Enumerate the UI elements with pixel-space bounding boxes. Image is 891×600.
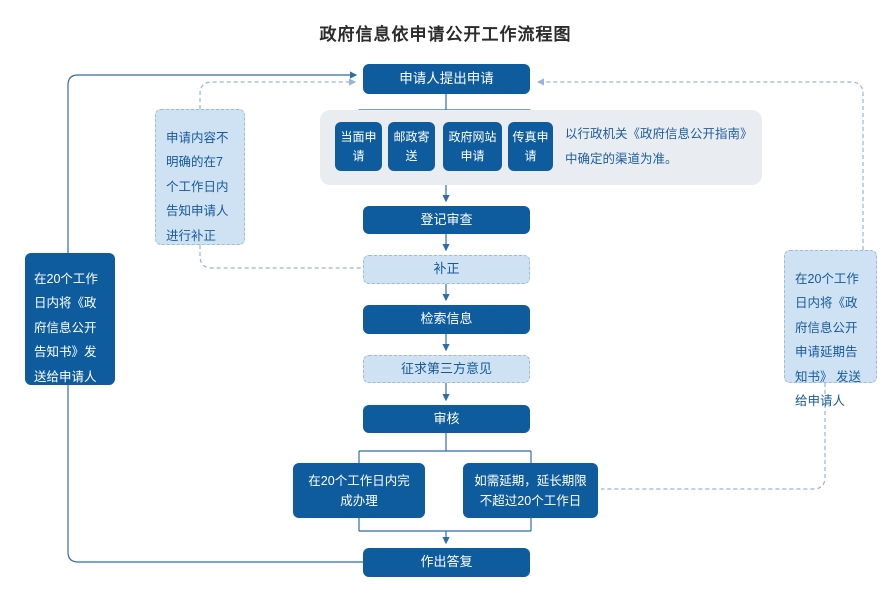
note-extension-notice: 在20个工作日内将《政府信息公开申请延期告知书》 发送给申请人 bbox=[784, 250, 877, 408]
note-correction-within-7-days: 申请内容不明确的在7个工作日内告知申请人进行补正 bbox=[155, 109, 245, 245]
node-complete-within-20-days: 在20个工作日内完成办理 bbox=[293, 463, 425, 518]
page-title: 政府信息依申请公开工作流程图 bbox=[319, 25, 572, 44]
node-retrieve-info: 检索信息 bbox=[363, 305, 530, 334]
node-correction: 补正 bbox=[363, 255, 530, 284]
channel-box-fax: 传真申请 bbox=[508, 122, 553, 171]
channel-box-website: 政府网站申请 bbox=[443, 122, 502, 171]
channel-note: 以行政机关《政府信息公开指南》中确定的渠道为准。 bbox=[565, 127, 753, 166]
node-apply: 申请人提出申请 bbox=[363, 64, 530, 94]
node-extension-limit: 如需延期，延长期限不超过20个工作日 bbox=[463, 463, 598, 518]
node-reply: 作出答复 bbox=[363, 548, 530, 577]
node-review: 审核 bbox=[363, 405, 530, 433]
dashed-connectors bbox=[199, 78, 864, 490]
channel-box-postal: 邮政寄送 bbox=[388, 122, 435, 171]
channel-box-in-person: 当面申请 bbox=[335, 122, 382, 171]
node-register-review: 登记审查 bbox=[363, 206, 530, 234]
note-disclosure-notice: 在20个工作日内将《政府信息公开告知书》发送给申请人 bbox=[25, 253, 115, 385]
node-third-party-opinion: 征求第三方意见 bbox=[363, 355, 530, 383]
